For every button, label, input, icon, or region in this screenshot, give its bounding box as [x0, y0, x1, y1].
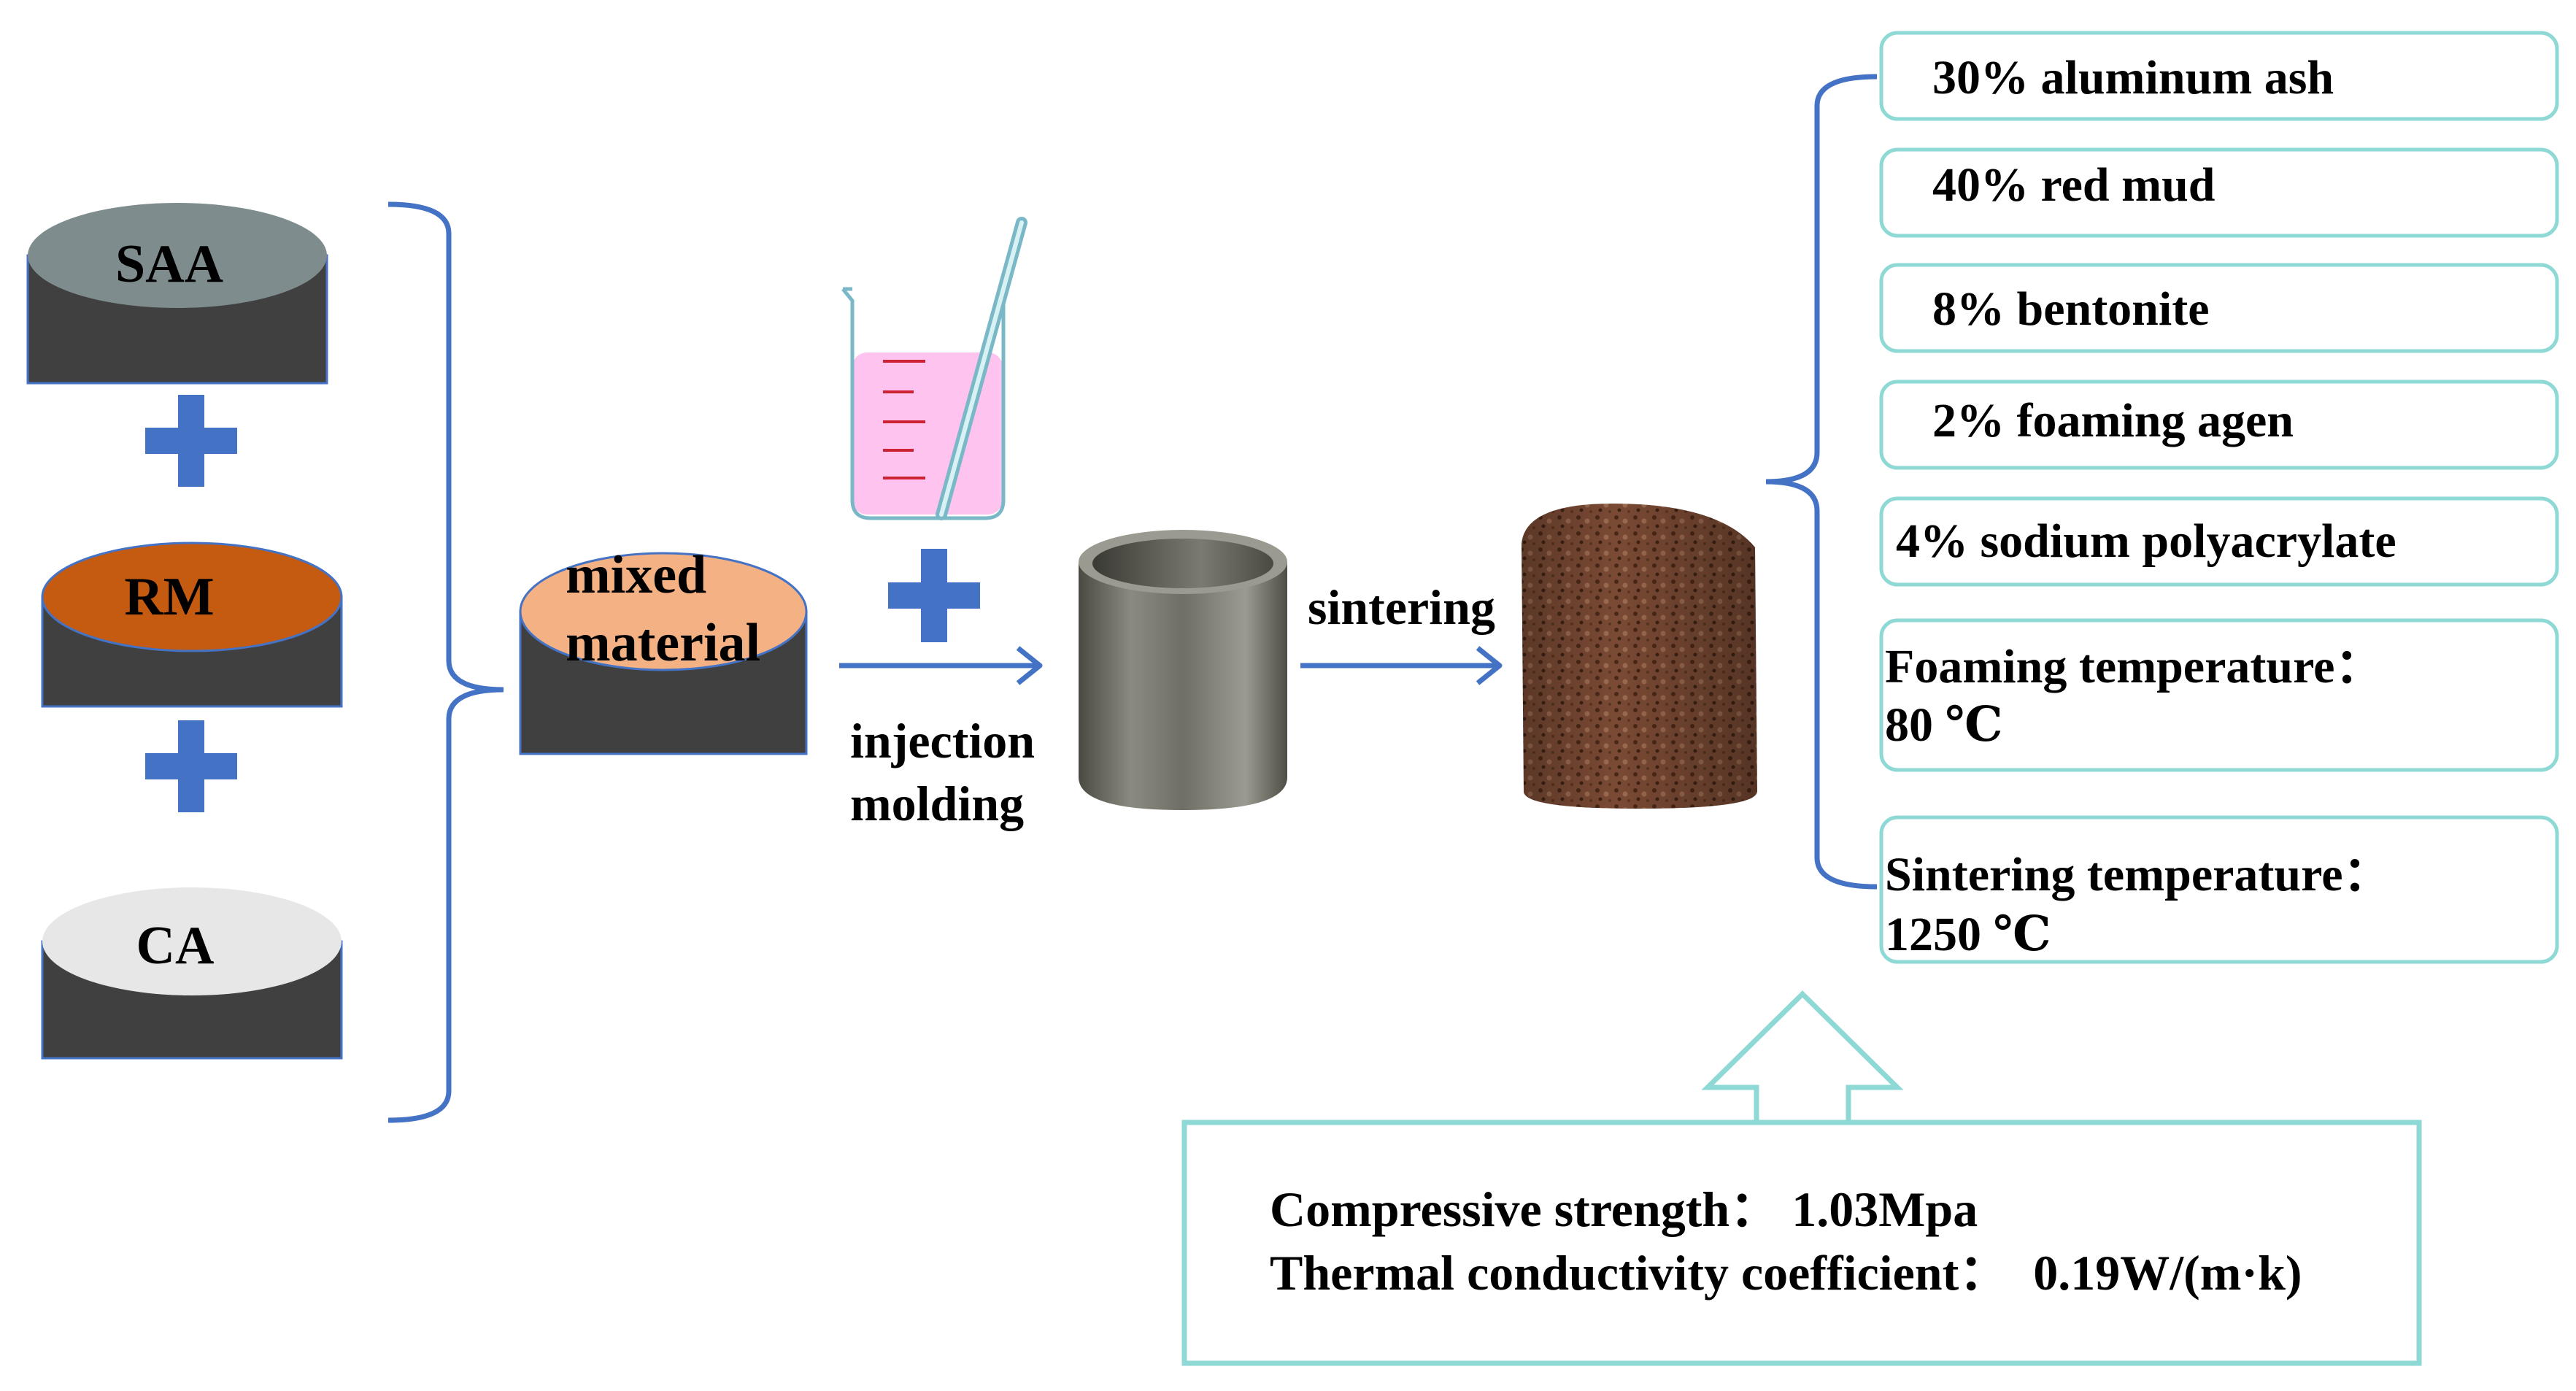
compressive-strength-text: Compressive strength： 1.03Mpa: [1270, 1182, 1978, 1237]
saa-cylinder: SAA: [26, 203, 328, 385]
composition-text-1: 30% aluminum ash: [1932, 51, 2334, 104]
materials-brace: [387, 201, 504, 1123]
composition-box-4: 2% foaming agen: [1879, 379, 2559, 470]
mixed-label-line2: material: [566, 613, 760, 673]
plus-icon-1: [145, 395, 237, 487]
sintering-arrow: [1300, 646, 1503, 685]
ca-cylinder: CA: [41, 887, 343, 1060]
ca-label: CA: [136, 916, 215, 976]
rm-label: RM: [124, 567, 214, 627]
composition-text-7b: 1250 ℃: [1885, 908, 2051, 961]
composition-text-3: 8% bentonite: [1932, 282, 2210, 336]
composition-text-6a: Foaming temperature：: [1885, 640, 2383, 693]
composition-text-5: 4% sodium polyacrylate: [1896, 515, 2396, 568]
composition-box-3: 8% bentonite: [1879, 263, 2559, 353]
plus-icon-2: [145, 720, 237, 812]
composition-text-2: 40% red mud: [1932, 158, 2216, 212]
composition-text-7a: Sintering temperature：: [1885, 848, 2391, 901]
saa-label: SAA: [115, 234, 223, 294]
composition-box-7: Sintering temperature： 1250 ℃: [1879, 815, 2559, 964]
composition-box-6: Foaming temperature： 80 ℃: [1879, 618, 2559, 772]
composition-text-4: 2% foaming agen: [1932, 394, 2294, 447]
injection-arrow: [839, 646, 1043, 685]
composition-box-1: 30% aluminum ash: [1879, 31, 2559, 121]
injection-label-line1: injection: [850, 713, 1035, 768]
injection-label-line2: molding: [850, 776, 1024, 831]
results-box: Compressive strength： 1.03Mpa Thermal co…: [1181, 1120, 2422, 1366]
sintering-label: sintering: [1308, 579, 1495, 635]
results-up-arrow: [1701, 990, 1904, 1122]
plus-icon-3: [888, 549, 980, 642]
beaker-icon: [841, 217, 1027, 520]
composition-text-6b: 80 ℃: [1885, 698, 2003, 752]
mixed-label-line1: mixed: [566, 545, 706, 605]
composition-box-2: 40% red mud: [1879, 147, 2559, 238]
thermal-conductivity-text: Thermal conductivity coefficient： 0.19W/…: [1270, 1245, 2302, 1301]
composition-brace: [1765, 74, 1878, 890]
mixed-material-cylinder: mixed material: [519, 545, 808, 755]
composition-box-5: 4% sodium polyacrylate: [1879, 496, 2559, 587]
rm-cylinder: RM: [41, 542, 343, 708]
steel-mold-icon: [1079, 530, 1287, 810]
foam-ceramic-sample-image: [1522, 504, 1757, 809]
